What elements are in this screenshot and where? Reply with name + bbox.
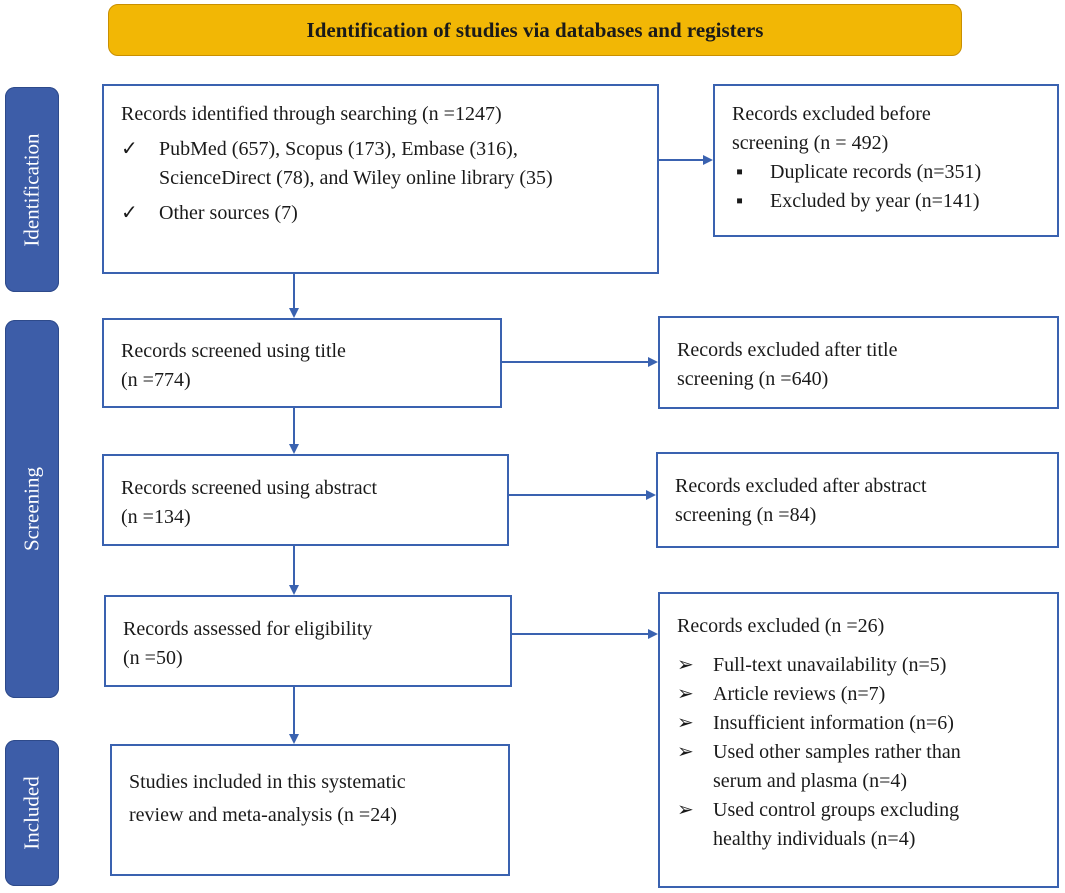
sources-bullet: ✓ PubMed (657), Scopus (173), Embase (31…: [121, 135, 657, 164]
excluded-reason-4-text-cont: serum and plasma (n=4): [713, 770, 908, 792]
excluded-reason-4-continuation: serum and plasma (n=4): [677, 767, 1057, 796]
other-sources-text: Other sources (7): [159, 202, 298, 224]
screened-title-line-2: (n =774): [121, 369, 191, 391]
checkmark-icon: ✓: [121, 202, 138, 224]
excluded-reason-5-text-cont: healthy individuals (n=4): [713, 828, 916, 850]
other-sources-bullet: ✓ Other sources (7): [121, 199, 657, 228]
included-line-2: review and meta-analysis (n =24): [129, 804, 397, 826]
excluded-reason-2-text: Article reviews (n=7): [713, 683, 886, 705]
screened-abstract-line-1: Records screened using abstract: [121, 477, 378, 499]
records-excluded-final-box: Records excluded (n =26) ➢ Full-text una…: [658, 592, 1059, 888]
arrow-bullet-icon: ➢: [677, 712, 694, 734]
arrow-bullet-icon: ➢: [677, 683, 694, 705]
eligibility-line-2: (n =50): [123, 647, 183, 669]
excluded-before-line-2: screening (n = 492): [732, 132, 889, 154]
excluded-abstract-line-1: Records excluded after abstract: [675, 475, 927, 497]
excluded-reason-2: ➢ Article reviews (n=7): [677, 680, 1057, 709]
excluded-reason-1-text: Full-text unavailability (n=5): [713, 654, 947, 676]
excluded-reason-5-continuation: healthy individuals (n=4): [677, 825, 1057, 854]
screened-abstract-line-2: (n =134): [121, 506, 191, 528]
excluded-reason-3-text: Insufficient information (n=6): [713, 712, 954, 734]
square-bullet-icon: ▪: [736, 190, 744, 212]
arrow-bullet-icon: ➢: [677, 654, 694, 676]
excluded-reason-4-text: Used other samples rather than: [713, 741, 961, 763]
studies-included-box: Studies included in this systematic revi…: [110, 744, 510, 876]
excluded-by-year-bullet: ▪ Excluded by year (n=141): [732, 187, 1057, 216]
excluded-before-screening-box: Records excluded before screening (n = 4…: [713, 84, 1059, 237]
excluded-before-line-1: Records excluded before: [732, 103, 931, 125]
included-line-1: Studies included in this systematic: [129, 771, 406, 793]
excluded-abstract-line-2: screening (n =84): [675, 504, 817, 526]
eligibility-line-1: Records assessed for eligibility: [123, 618, 373, 640]
excluded-reason-3: ➢ Insufficient information (n=6): [677, 709, 1057, 738]
square-bullet-icon: ▪: [736, 161, 744, 183]
sources-line-2: ScienceDirect (78), and Wiley online lib…: [159, 167, 553, 189]
diagram-banner-title: Identification of studies via databases …: [108, 4, 962, 56]
duplicate-records-bullet: ▪ Duplicate records (n=351): [732, 158, 1057, 187]
checkmark-icon: ✓: [121, 138, 138, 160]
phase-included-label: Included: [5, 740, 59, 886]
excluded-title-line-1: Records excluded after title: [677, 339, 898, 361]
arrow-bullet-icon: ➢: [677, 741, 694, 763]
records-screened-title-box: Records screened using title (n =774): [102, 318, 502, 408]
arrow-bullet-icon: ➢: [677, 799, 694, 821]
screened-title-line-1: Records screened using title: [121, 340, 346, 362]
excluded-reason-4: ➢ Used other samples rather than: [677, 738, 1057, 767]
sources-continuation: ScienceDirect (78), and Wiley online lib…: [121, 164, 657, 193]
records-eligibility-box: Records assessed for eligibility (n =50): [104, 595, 512, 687]
excluded-reason-1: ➢ Full-text unavailability (n=5): [677, 651, 1057, 680]
sources-line-1: PubMed (657), Scopus (173), Embase (316)…: [159, 138, 518, 160]
phase-screening-label: Screening: [5, 320, 59, 698]
excluded-final-title: Records excluded (n =26): [677, 615, 885, 637]
records-identified-title: Records identified through searching (n …: [121, 103, 502, 125]
excluded-after-title-box: Records excluded after title screening (…: [658, 316, 1059, 409]
duplicate-records-text: Duplicate records (n=351): [770, 161, 982, 183]
records-screened-abstract-box: Records screened using abstract (n =134): [102, 454, 509, 546]
phase-identification-label: Identification: [5, 87, 59, 292]
excluded-reason-5: ➢ Used control groups excluding: [677, 796, 1057, 825]
excluded-after-abstract-box: Records excluded after abstract screenin…: [656, 452, 1059, 548]
excluded-reason-5-text: Used control groups excluding: [713, 799, 960, 821]
excluded-by-year-text: Excluded by year (n=141): [770, 190, 980, 212]
excluded-title-line-2: screening (n =640): [677, 368, 829, 390]
records-identified-box: Records identified through searching (n …: [102, 84, 659, 274]
